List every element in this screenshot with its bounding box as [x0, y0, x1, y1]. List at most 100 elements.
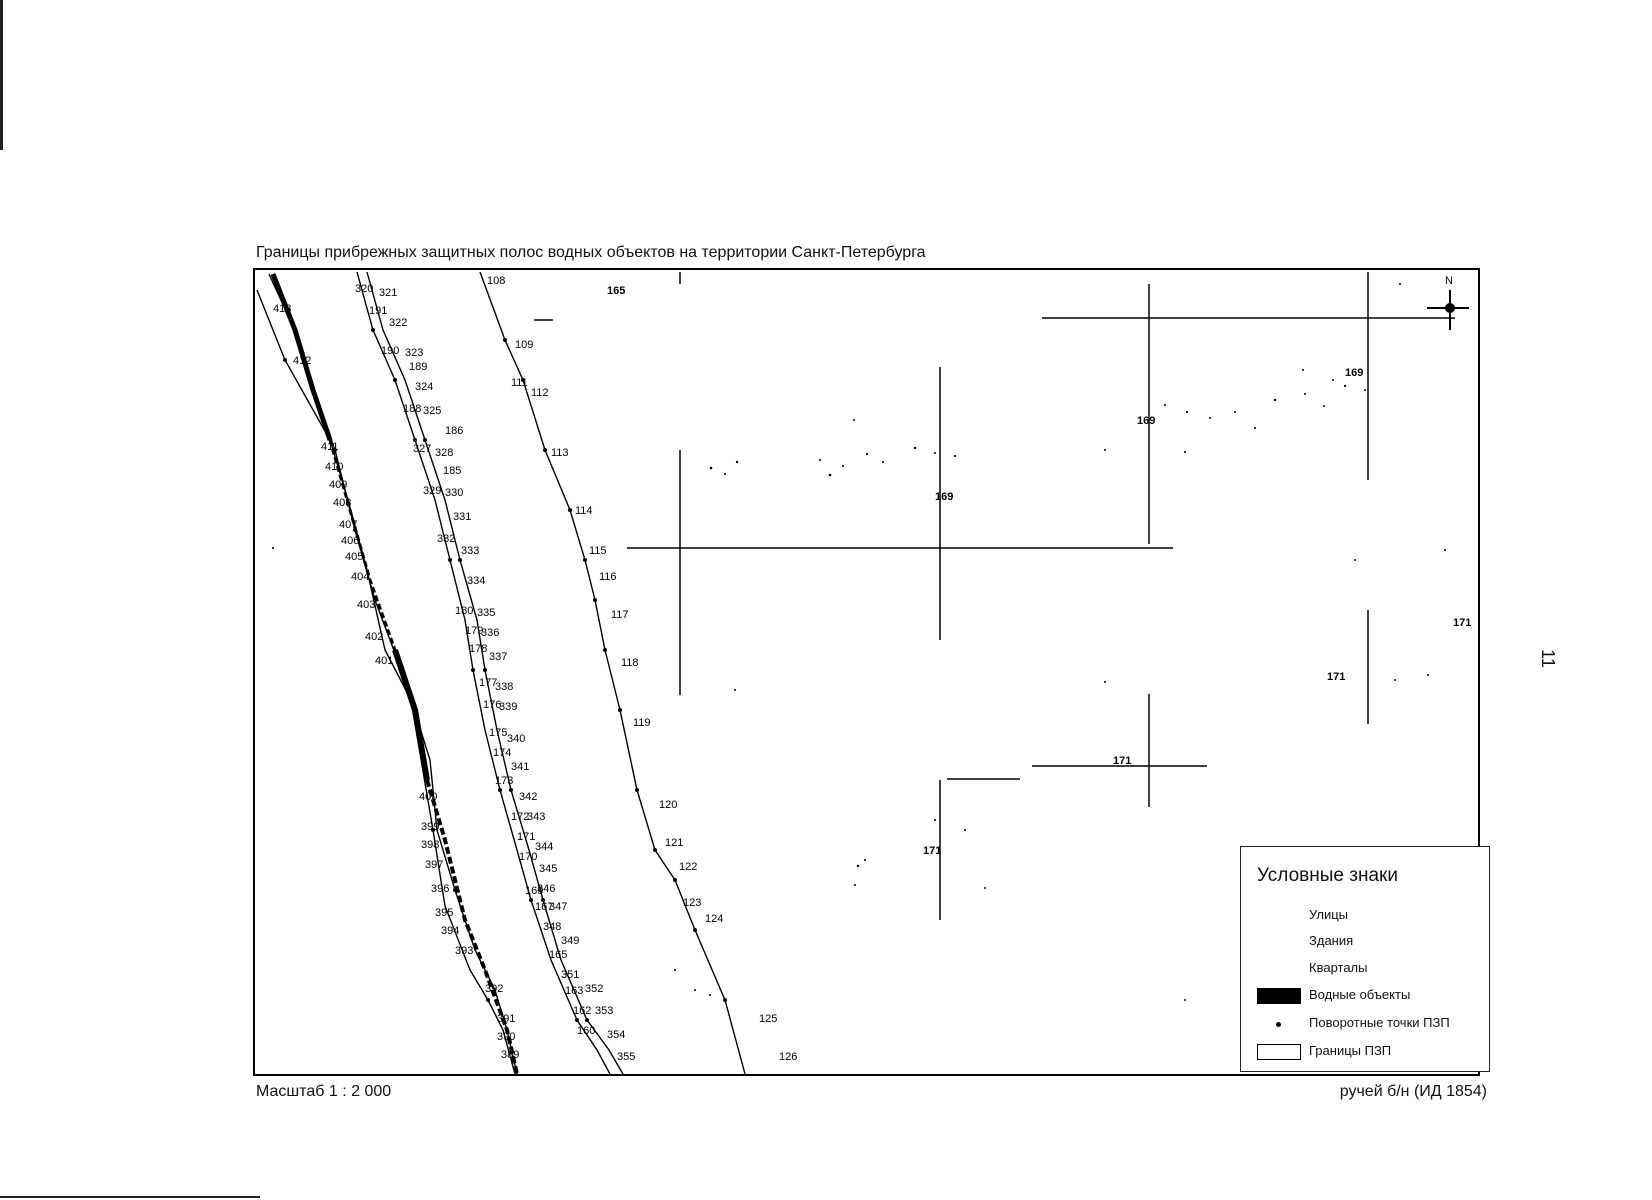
- legend-item-turning-points: Поворотные точки ПЗП: [1257, 1013, 1487, 1035]
- point-label-116: 116: [599, 571, 617, 583]
- point-label-170: 170: [519, 851, 537, 863]
- point-label-330: 330: [445, 487, 463, 499]
- point-label-348: 348: [543, 921, 561, 933]
- scan-noise: [272, 283, 1446, 1001]
- point-label-407: 407: [339, 519, 357, 531]
- point-label-400: 400: [419, 791, 437, 803]
- quarter-label-169-a: 169: [935, 491, 953, 503]
- point-label-123: 123: [683, 897, 701, 909]
- point-label-333: 333: [461, 545, 479, 557]
- point-label-347: 347: [549, 901, 567, 913]
- point-label-340: 340: [507, 733, 525, 745]
- point-label-405: 405: [345, 551, 363, 563]
- point-label-327: 327: [413, 443, 431, 455]
- point-label-328: 328: [435, 447, 453, 459]
- map-frame: N: [253, 268, 1480, 1076]
- point-label-118: 118: [621, 657, 639, 669]
- point-label-397: 397: [425, 859, 443, 871]
- point-label-163: 163: [565, 985, 583, 997]
- scan-edge-left: [0, 0, 3, 150]
- labels-left-outer: 413 412 411 410 409 408 407 406 405 404 …: [273, 303, 519, 1061]
- point-label-179: 179: [465, 625, 483, 637]
- point-label-354: 354: [607, 1029, 625, 1041]
- point-label-173: 173: [495, 775, 513, 787]
- pzp-boundary-middle-left: [356, 271, 611, 1074]
- labels-middle-right: 320 321 322 323 324 325 327 328 329 330 …: [355, 283, 635, 1063]
- page-number: 11: [1537, 649, 1558, 668]
- point-label-355: 355: [617, 1051, 635, 1063]
- point-label-409: 409: [329, 479, 347, 491]
- object-id-text: ручей б/н (ИД 1854): [1339, 1083, 1487, 1100]
- legend-label-turning-points: Поворотные точки ПЗП: [1309, 1015, 1450, 1030]
- point-label-408: 408: [333, 497, 351, 509]
- quarter-label-165: 165: [607, 285, 625, 297]
- quarter-label-171-d: 171: [923, 845, 941, 857]
- point-label-120: 120: [659, 799, 677, 811]
- pzp-boundary-right: [479, 271, 746, 1074]
- point-label-345: 345: [539, 863, 557, 875]
- point-label-329: 329: [423, 485, 441, 497]
- point-label-171: 171: [517, 831, 535, 843]
- point-label-320: 320: [355, 283, 373, 295]
- point-label-121: 121: [665, 837, 683, 849]
- point-label-125: 125: [759, 1013, 777, 1025]
- point-label-399: 399: [421, 821, 439, 833]
- point-label-112: 112: [531, 387, 549, 399]
- point-label-401: 401: [375, 655, 393, 667]
- point-label-349: 349: [561, 935, 579, 947]
- point-label-406: 406: [341, 535, 359, 547]
- point-label-109: 109: [515, 339, 533, 351]
- point-label-185: 185: [443, 465, 461, 477]
- point-label-113: 113: [551, 447, 569, 459]
- point-label-391: 391: [497, 1013, 515, 1025]
- point-label-351: 351: [561, 969, 579, 981]
- legend-item-quarters: Кварталы: [1257, 958, 1487, 980]
- point-label-119: 119: [633, 717, 651, 729]
- dot-icon: [1257, 1016, 1301, 1032]
- point-label-322: 322: [389, 317, 407, 329]
- pzp-boundary-middle-right: [366, 271, 624, 1074]
- labels-middle-left: 191 190 189 188 186 185 180 179 178 177 …: [369, 305, 595, 1037]
- point-label-191: 191: [369, 305, 387, 317]
- point-label-332: 332: [437, 533, 455, 545]
- point-label-188: 188: [403, 403, 421, 415]
- point-label-390: 390: [497, 1031, 515, 1043]
- north-label: N: [1445, 275, 1453, 287]
- point-label-413: 413: [273, 303, 291, 315]
- point-label-334: 334: [467, 575, 485, 587]
- legend-label-streets: Улицы: [1309, 907, 1349, 922]
- point-label-393: 393: [455, 945, 473, 957]
- quarter-labels: 165 169 169 169 171 171 171 171 171: [607, 285, 1471, 857]
- point-label-114: 114: [575, 505, 593, 517]
- point-label-395: 395: [435, 907, 453, 919]
- boundary-swatch-icon: [1257, 1044, 1301, 1060]
- point-label-174: 174: [493, 747, 511, 759]
- legend-label-water: Водные объекты: [1309, 987, 1411, 1002]
- pzp-boundary-left-outer: [256, 289, 516, 1074]
- point-label-412: 412: [293, 355, 311, 367]
- point-label-115: 115: [589, 545, 607, 557]
- point-label-321: 321: [379, 287, 397, 299]
- point-label-403: 403: [357, 599, 375, 611]
- quarter-grid: [534, 272, 1455, 920]
- labels-right: 108 109 111 112 113 114 115 116 117 118 …: [487, 275, 797, 1063]
- point-label-411: 411: [321, 441, 339, 453]
- quarter-label-169-b: 169: [1137, 415, 1155, 427]
- point-label-344: 344: [535, 841, 553, 853]
- point-label-324: 324: [415, 381, 433, 393]
- turning-points: [283, 328, 727, 1022]
- scan-edge-bottom: [0, 1196, 260, 1198]
- legend-label-boundaries: Границы ПЗП: [1309, 1043, 1392, 1058]
- point-label-338: 338: [495, 681, 513, 693]
- legend-item-boundaries: Границы ПЗП: [1257, 1041, 1487, 1063]
- point-label-178: 178: [469, 643, 487, 655]
- legend-item-streets: Улицы: [1257, 905, 1487, 927]
- point-label-169: 169: [525, 885, 543, 897]
- point-label-343: 343: [527, 811, 545, 823]
- quarter-label-169-c: 169: [1345, 367, 1363, 379]
- point-label-180: 180: [455, 605, 473, 617]
- point-label-165: 165: [549, 949, 567, 961]
- legend-title: Условные знаки: [1257, 865, 1398, 886]
- point-label-186: 186: [445, 425, 463, 437]
- point-label-167: 167: [535, 901, 553, 913]
